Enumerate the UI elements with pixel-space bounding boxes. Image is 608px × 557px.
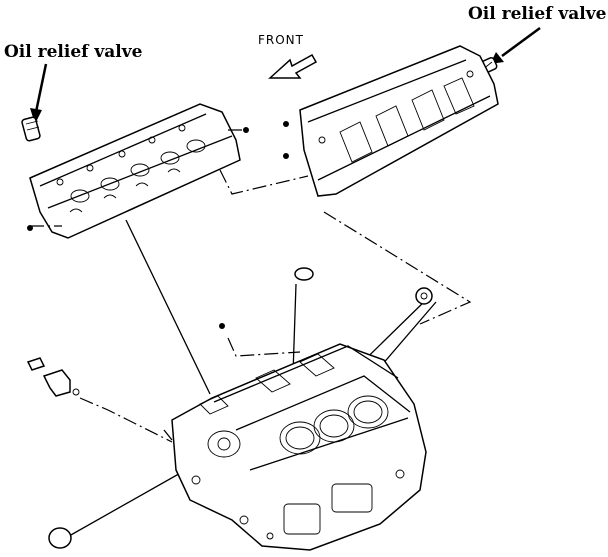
left-oil-relief-valve [21, 116, 41, 142]
right-cylinder-head [299, 45, 499, 197]
left-cylinder-head [29, 103, 241, 239]
left-callout-arrow-icon [30, 63, 48, 124]
alignment-lines [30, 129, 472, 443]
right-callout-arrow-icon [490, 26, 541, 64]
front-direction-label: FRONT [258, 33, 304, 47]
arrow-down-left-icon [268, 53, 318, 79]
small-parts [26, 267, 433, 549]
left-oil-relief-valve-label: Oil relief valve [4, 42, 143, 62]
right-oil-relief-valve-label: Oil relief valve [468, 4, 607, 24]
engine-block [171, 343, 427, 551]
